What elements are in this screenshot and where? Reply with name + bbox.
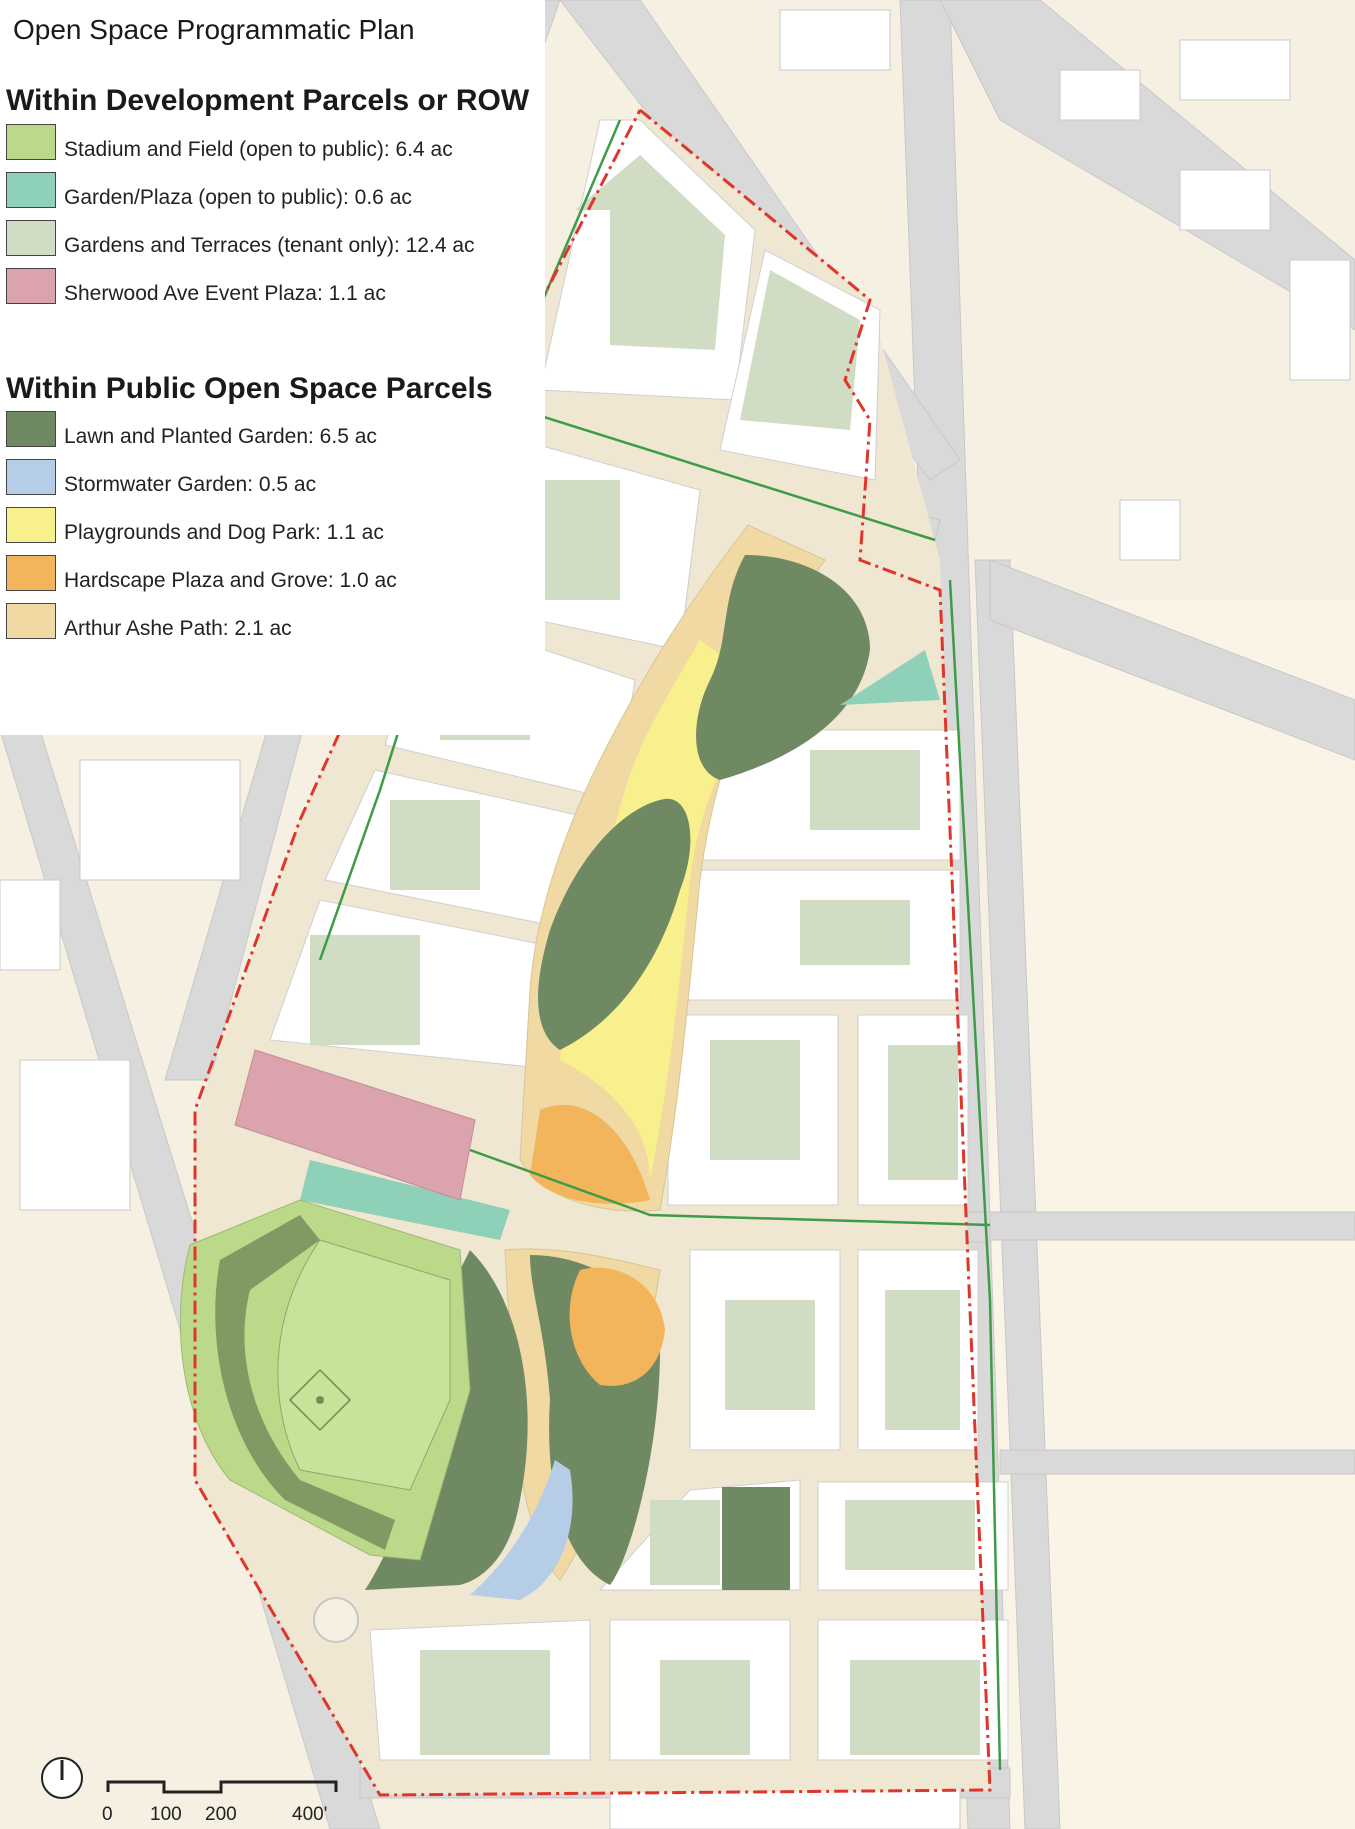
legend-item-label: Lawn and Planted Garden: 6.5 ac	[64, 425, 377, 448]
tenant-garden	[310, 935, 420, 1045]
scale-label-0: 0	[102, 1804, 113, 1825]
northeast-highway	[939, 0, 1355, 331]
tenant-garden	[850, 1660, 980, 1755]
cross-street-2	[999, 1449, 1355, 1475]
legend-item-label: Playgrounds and Dog Park: 1.1 ac	[64, 521, 384, 544]
tenant-garden	[575, 155, 725, 350]
street-tree-line	[469, 1148, 991, 1227]
scale-label-200: 200	[205, 1804, 237, 1825]
legend-swatch	[6, 124, 56, 160]
planted-garden-block	[722, 1487, 790, 1590]
tenant-garden	[800, 900, 910, 965]
legend-swatch	[6, 172, 56, 208]
tenant-garden	[740, 270, 860, 430]
east-arterial	[989, 559, 1355, 761]
cross-street-1	[989, 1211, 1355, 1241]
legend-swatch	[6, 411, 56, 447]
street-tree-line	[948, 579, 1002, 1771]
stadium-seating	[215, 1215, 395, 1550]
context-building	[1289, 259, 1351, 381]
lawn-central	[538, 798, 691, 1050]
tenant-garden	[810, 750, 920, 830]
context-building	[0, 879, 61, 971]
baseball-field	[277, 1239, 451, 1491]
tenant-garden	[725, 1300, 815, 1410]
infield-diamond	[288, 1368, 352, 1432]
legend-section-heading-public: Within Public Open Space Parcels	[6, 372, 493, 405]
tenant-garden	[650, 1500, 720, 1585]
context-building	[1119, 499, 1181, 561]
legend-swatch	[6, 555, 56, 591]
legend-title: Open Space Programmatic Plan	[13, 14, 415, 45]
context-building	[1179, 169, 1271, 231]
legend-item-label: Hardscape Plaza and Grove: 1.0 ac	[64, 569, 397, 592]
sherwood-event-plaza	[234, 1049, 476, 1201]
tenant-garden	[390, 800, 480, 890]
tenant-garden	[420, 1650, 550, 1755]
stadium	[179, 1199, 471, 1561]
hardscape-plaza-north	[530, 1104, 650, 1204]
development-parcels	[269, 119, 1009, 1761]
legend-item-label: Stormwater Garden: 0.5 ac	[64, 473, 317, 496]
legend-swatch	[6, 603, 56, 639]
context-building	[19, 1059, 131, 1211]
street-tree-line	[489, 398, 936, 542]
tenant-garden	[888, 1045, 958, 1180]
site-boundary	[193, 108, 992, 1797]
north-arrow-and-scale	[41, 1757, 338, 1799]
legend-swatch	[6, 268, 56, 304]
legend-item-label: Arthur Ashe Path: 2.1 ac	[64, 617, 292, 640]
scale-label-400: 400'	[292, 1804, 328, 1825]
tenant-garden	[885, 1290, 960, 1430]
context-building	[1179, 39, 1291, 101]
context-building	[79, 759, 241, 881]
stormwater-garden	[470, 1460, 573, 1600]
scale-bar-icon	[106, 1780, 338, 1794]
context-building	[1059, 69, 1141, 121]
tenant-garden	[845, 1500, 975, 1570]
legend-item-label: Sherwood Ave Event Plaza: 1.1 ac	[64, 282, 386, 305]
tenant-garden	[710, 1040, 800, 1160]
roundabout	[313, 1597, 359, 1643]
public-garden-plaza-east	[840, 650, 940, 705]
eastern-avenue	[974, 559, 1061, 1829]
legend-item-label: Gardens and Terraces (tenant only): 12.4…	[64, 234, 475, 257]
tenant-garden	[660, 1660, 750, 1755]
hardscape-plaza-south	[569, 1267, 665, 1386]
public-garden-plaza-stadium	[300, 1160, 510, 1240]
legend-swatch	[6, 220, 56, 256]
legend-item-label: Garden/Plaza (open to public): 0.6 ac	[64, 186, 412, 209]
context-building	[779, 9, 891, 71]
scale-label-100: 100	[150, 1804, 182, 1825]
legend-swatch	[6, 507, 56, 543]
lawn-north	[696, 555, 870, 780]
scale-bar-area: 0 100 200 400'	[40, 1754, 360, 1825]
pitchers-mound	[316, 1396, 324, 1404]
legend-item-label: Stadium and Field (open to public): 6.4 …	[64, 138, 453, 161]
legend-swatch	[6, 459, 56, 495]
map-legend: Open Space Programmatic Plan Within Deve…	[0, 0, 545, 735]
legend-section-heading-development: Within Development Parcels or ROW	[6, 84, 530, 117]
